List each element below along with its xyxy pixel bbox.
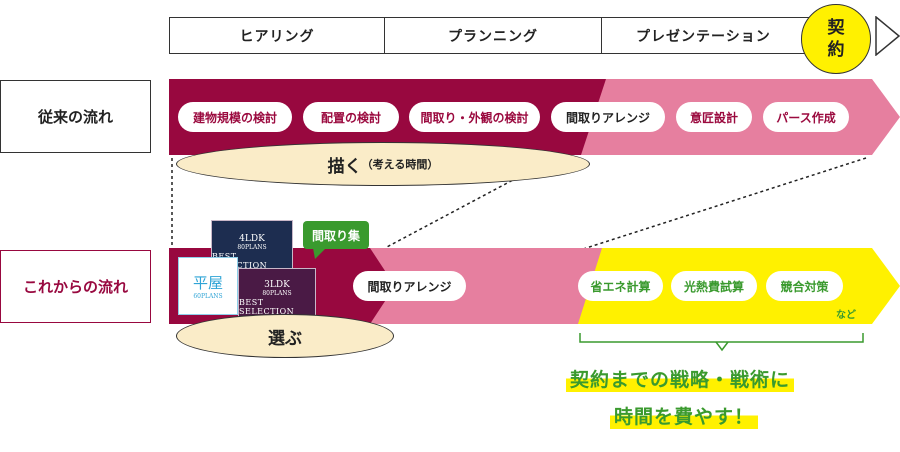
book-hiraya-type: 平屋: [192, 274, 223, 292]
collection-badge: 間取り集: [303, 221, 369, 249]
collection-badge-label: 間取り集: [311, 228, 360, 243]
phase-end-arrow-icon: [875, 16, 900, 56]
phase-presentation-label: プレゼンテーション: [636, 28, 771, 45]
step-building-scale-label: 建物規模の検討: [192, 110, 277, 125]
step-energy-calc-label: 省エネ計算: [590, 279, 651, 294]
book-4ldk-title: BEST SELECTION: [212, 252, 268, 270]
row-label-traditional-text: 従来の流れ: [37, 108, 113, 126]
book-4ldk-type: 4LDK: [239, 234, 265, 244]
row-label-traditional: 従来の流れ: [0, 80, 151, 153]
step-competition: 競合対策: [766, 271, 843, 301]
book-hiraya-plans: 60PLANS: [193, 293, 223, 300]
step-design: 意匠設計: [676, 102, 752, 132]
new-step-arrange-label: 間取りアレンジ: [367, 279, 452, 294]
step-floorplan-arrange: 間取りアレンジ: [551, 102, 665, 132]
ellipse-draw: 描く （考える時間）: [176, 142, 590, 186]
message-line-1: 契約までの戦略・戦術に: [566, 365, 795, 392]
message-line-1-text: 契約までの戦略・戦術に: [570, 369, 791, 391]
step-perspective: パース作成: [763, 102, 849, 132]
step-competition-label: 競合対策: [780, 279, 829, 294]
step-energy-calc: 省エネ計算: [578, 271, 663, 301]
book-3ldk-title: BEST SELECTION: [239, 298, 295, 316]
etc-label: など: [836, 310, 856, 321]
ellipse-choose: 選ぶ: [176, 314, 394, 358]
step-utility-cost: 光熱費試算: [671, 271, 757, 301]
phase-hearing-label: ヒアリング: [239, 28, 315, 45]
contract-char-2: 約: [827, 40, 845, 60]
step-floorplan-exterior-label: 間取り・外観の検討: [420, 110, 529, 125]
book-4ldk-plans: 80PLANS: [237, 244, 267, 251]
book-3ldk-plans: 80PLANS: [262, 290, 292, 297]
book-3ldk: 3LDK 80PLANS BEST SELECTION: [238, 268, 316, 320]
phase-planning-label: プランニング: [448, 28, 538, 45]
contract-circle: 契 約: [801, 4, 871, 74]
step-floorplan-arrange-label: 間取りアレンジ: [565, 110, 650, 125]
row-label-new-text: これからの流れ: [22, 278, 128, 296]
book-3ldk-type: 3LDK: [264, 280, 290, 290]
ellipse-choose-label: 選ぶ: [268, 328, 302, 349]
row-label-new: これからの流れ: [0, 250, 151, 323]
step-building-scale: 建物規模の検討: [178, 102, 292, 132]
phase-presentation: プレゼンテーション: [601, 17, 819, 54]
step-layout-review-label: 配置の検討: [320, 110, 381, 125]
step-perspective-label: パース作成: [776, 110, 836, 125]
phase-planning: プランニング: [384, 17, 602, 54]
ellipse-draw-sub: （考える時間）: [361, 158, 439, 171]
phase-hearing: ヒアリング: [169, 17, 385, 54]
step-floorplan-exterior: 間取り・外観の検討: [409, 102, 540, 132]
message-line-2-text: 時間を費やす！: [614, 406, 755, 428]
book-hiraya: 平屋 60PLANS: [178, 257, 238, 315]
new-step-arrange: 間取りアレンジ: [353, 271, 466, 301]
step-utility-cost-label: 光熱費試算: [683, 279, 744, 294]
collection-badge-tail-icon: [313, 248, 326, 259]
contract-char-1: 契: [827, 18, 845, 38]
step-layout-review: 配置の検討: [303, 102, 399, 132]
ellipse-draw-main: 描く: [327, 156, 362, 177]
step-design-label: 意匠設計: [689, 110, 738, 125]
message-line-2: 時間を費やす！: [610, 402, 759, 429]
